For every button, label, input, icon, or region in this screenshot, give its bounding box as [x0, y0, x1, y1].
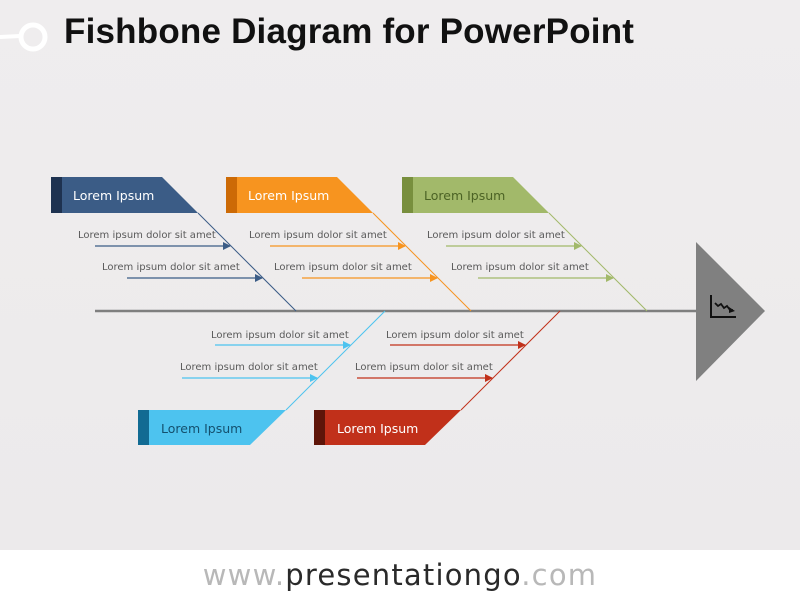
footer-url-suffix: .com: [521, 558, 598, 592]
category-bottom-1: [138, 310, 386, 445]
category-top-1: [51, 177, 297, 312]
footer: www.presentationgo.com: [0, 550, 800, 600]
slide-canvas: [0, 0, 800, 550]
cause-text: Lorem ipsum dolor sit amet: [355, 362, 493, 373]
cause-text: Lorem ipsum dolor sit amet: [249, 230, 387, 241]
presentationgo-logo-icon: [0, 22, 48, 52]
page-title: Fishbone Diagram for PowerPoint: [64, 12, 635, 51]
category-top-2: [226, 177, 472, 312]
category-top-3: [402, 177, 648, 312]
footer-url[interactable]: www.presentationgo.com: [0, 558, 800, 592]
category-label-top-3: Lorem Ipsum: [424, 188, 506, 203]
cause-text: Lorem ipsum dolor sit amet: [78, 230, 216, 241]
cause-text: Lorem ipsum dolor sit amet: [427, 230, 565, 241]
cause-text: Lorem ipsum dolor sit amet: [451, 262, 589, 273]
category-label-top-1: Lorem Ipsum: [73, 188, 155, 203]
chart-decline-icon: [710, 295, 736, 318]
cause-text: Lorem ipsum dolor sit amet: [274, 262, 412, 273]
category-label-bottom-1: Lorem Ipsum: [161, 421, 243, 436]
cause-text: Lorem ipsum dolor sit amet: [211, 330, 349, 341]
category-label-bottom-2: Lorem Ipsum: [337, 421, 419, 436]
footer-url-brand: presentationgo: [285, 558, 522, 592]
footer-url-prefix: www.: [202, 558, 286, 592]
cause-text: Lorem ipsum dolor sit amet: [386, 330, 524, 341]
category-bottom-2: [314, 310, 561, 445]
category-label-top-2: Lorem Ipsum: [248, 188, 330, 203]
fishbone-diagram: [51, 177, 765, 445]
cause-text: Lorem ipsum dolor sit amet: [102, 262, 240, 273]
cause-text: Lorem ipsum dolor sit amet: [180, 362, 318, 373]
